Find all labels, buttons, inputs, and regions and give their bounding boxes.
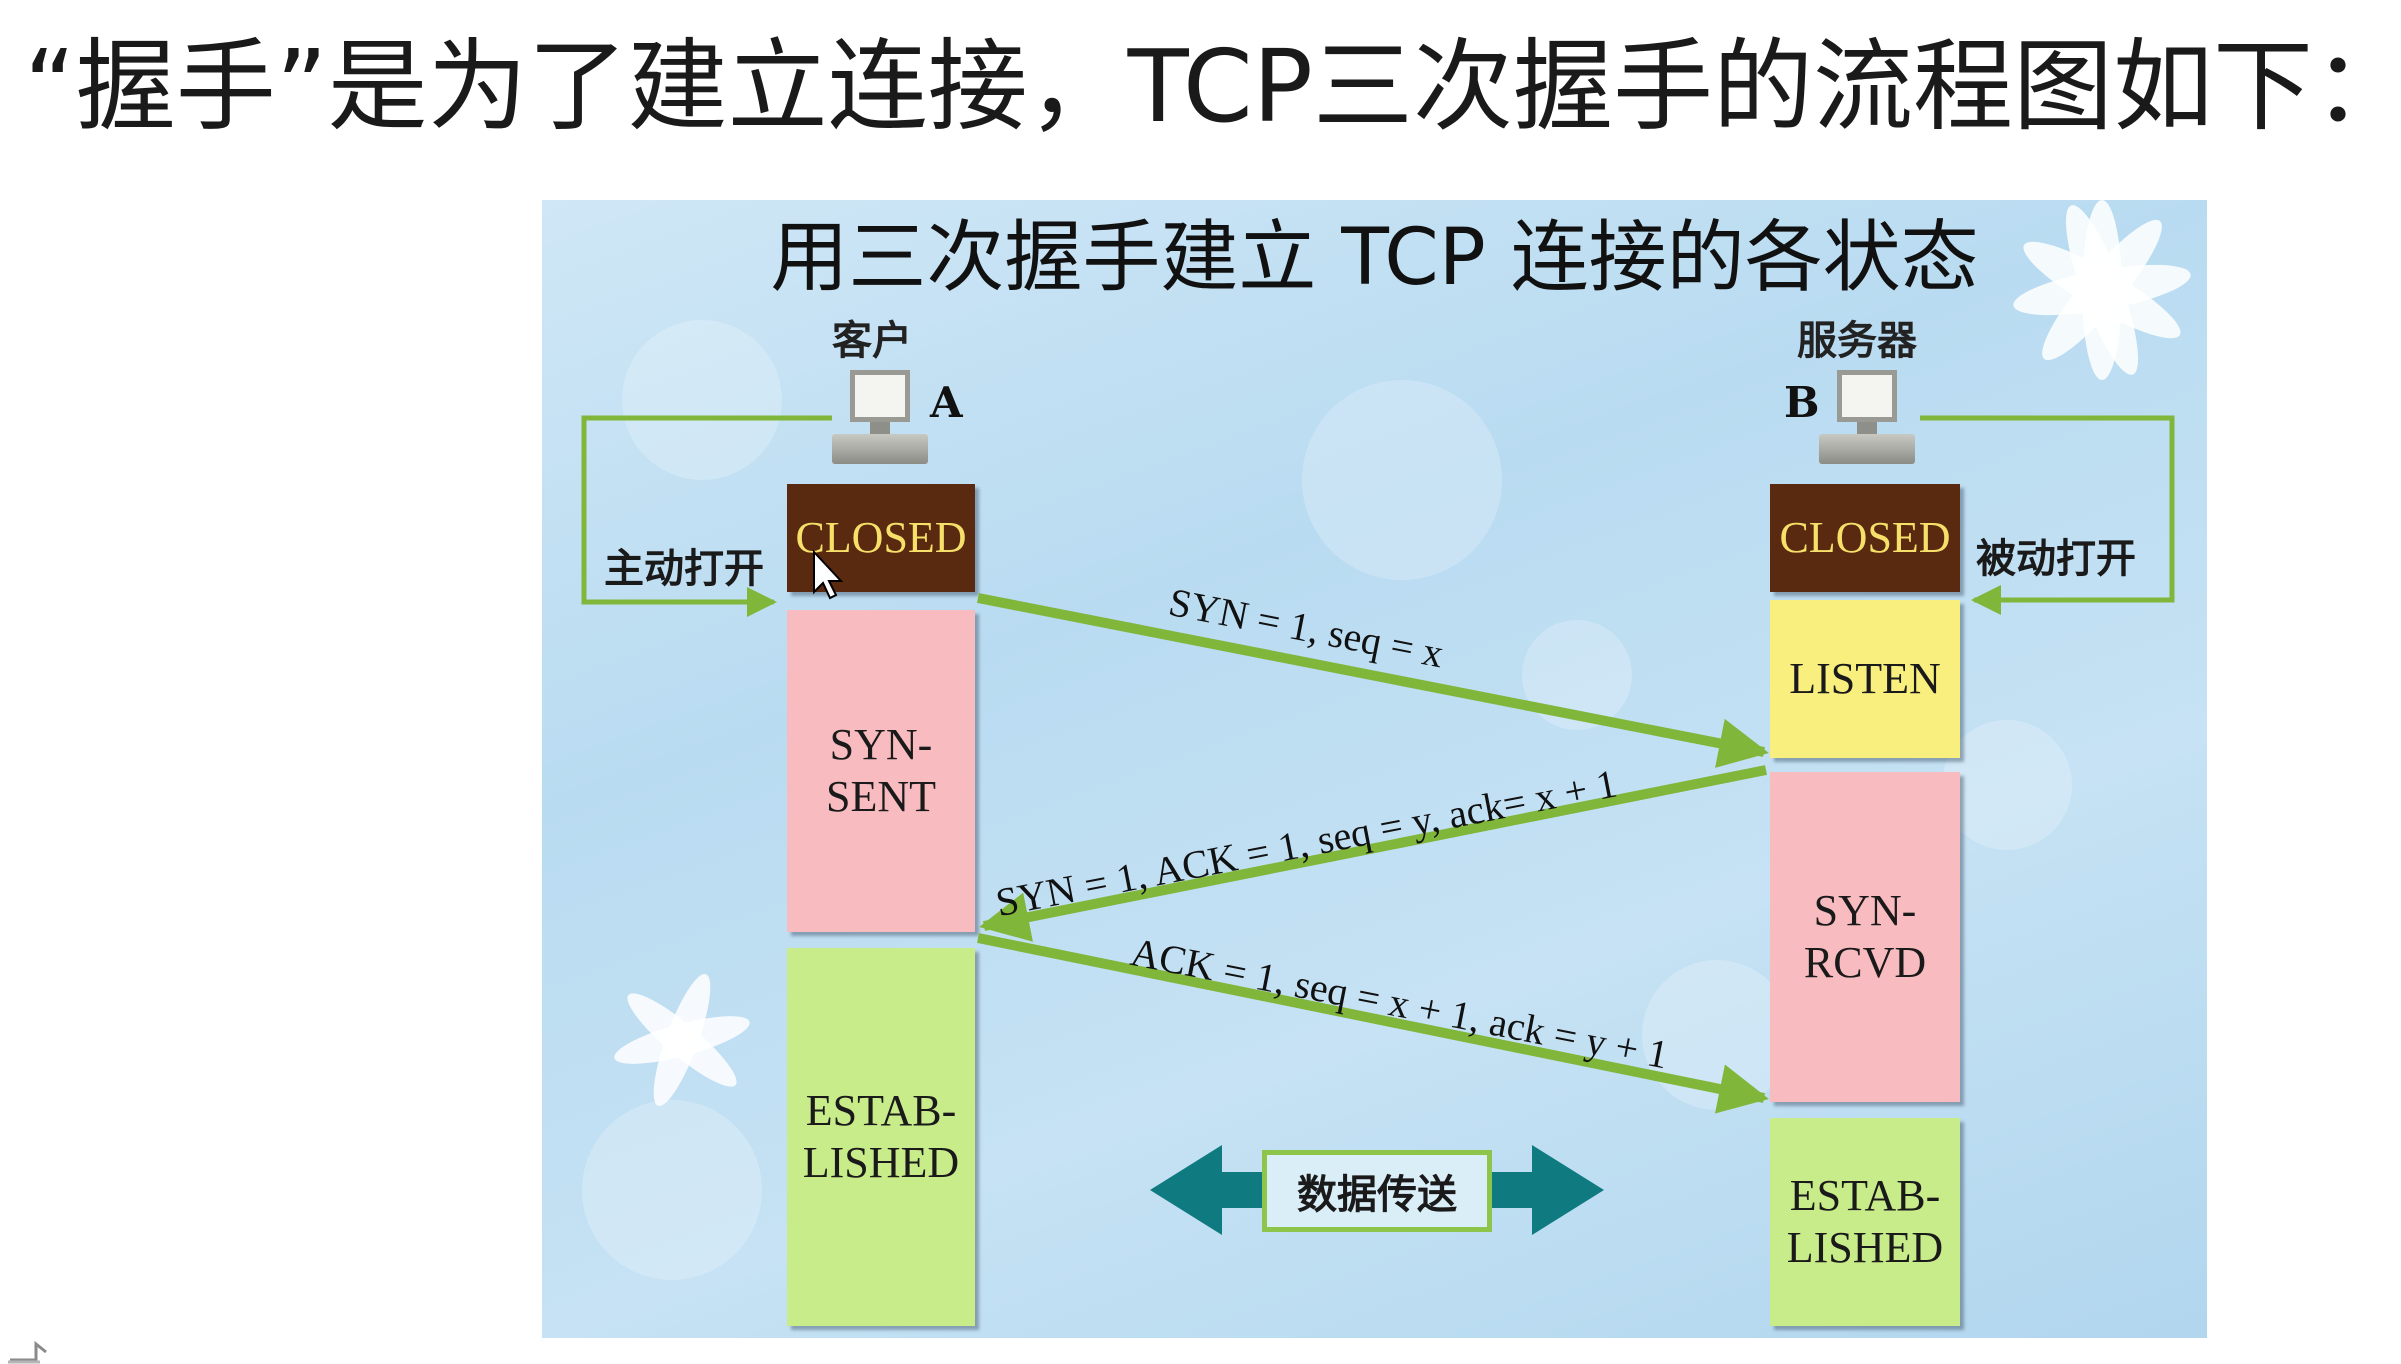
client-state-closed: CLOSED [787, 484, 975, 592]
active-open-connector [581, 415, 832, 617]
server-letter: B [1784, 378, 1820, 427]
client-computer-icon [832, 370, 928, 470]
client-label: 客户 [832, 318, 912, 364]
diagram-title: 用三次握手建立 TCP 连接的各状态 [770, 213, 1979, 303]
server-state-established: ESTAB- LISHED [1770, 1118, 1960, 1326]
mouse-cursor-icon [813, 549, 844, 600]
client-state-established: ESTAB- LISHED [787, 948, 975, 1326]
slide-nav-icon[interactable] [6, 1338, 62, 1364]
background-bokeh [1302, 380, 1502, 580]
transfer-left-arrow [1150, 1145, 1264, 1235]
client-state-syn-sent: SYN- SENT [787, 610, 975, 932]
background-bokeh [582, 1100, 762, 1280]
passive-open-connector [1920, 415, 2175, 615]
server-computer-icon [1819, 370, 1915, 470]
handshake-arrows [581, 415, 2175, 1235]
passive-open-label: 被动打开 [1976, 536, 2136, 582]
page-heading: “握手”是为了建立连接，TCP三次握手的流程图如下： [24, 28, 2401, 145]
transfer-right-arrow [1490, 1145, 1604, 1235]
tcp-handshake-diagram: 用三次握手建立 TCP 连接的各状态 客户 A 服务器 B 主动打开 被动打开 … [542, 200, 2207, 1338]
background-bokeh [1942, 720, 2072, 850]
client-letter: A [930, 378, 963, 427]
background-bokeh [622, 320, 782, 480]
decorative-flowers [614, 200, 2191, 1107]
syn-ack-arrow [979, 765, 1767, 942]
ack-arrow [977, 933, 1769, 1114]
server-state-syn-rcvd: SYN- RCVD [1770, 772, 1960, 1102]
active-open-label: 主动打开 [604, 546, 764, 592]
server-label: 服务器 [1797, 318, 1917, 364]
syn-arrow [977, 593, 1769, 768]
server-state-closed: CLOSED [1770, 484, 1960, 592]
server-state-listen: LISTEN [1770, 600, 1960, 758]
data-transfer-label: 数据传送 [1262, 1150, 1492, 1232]
